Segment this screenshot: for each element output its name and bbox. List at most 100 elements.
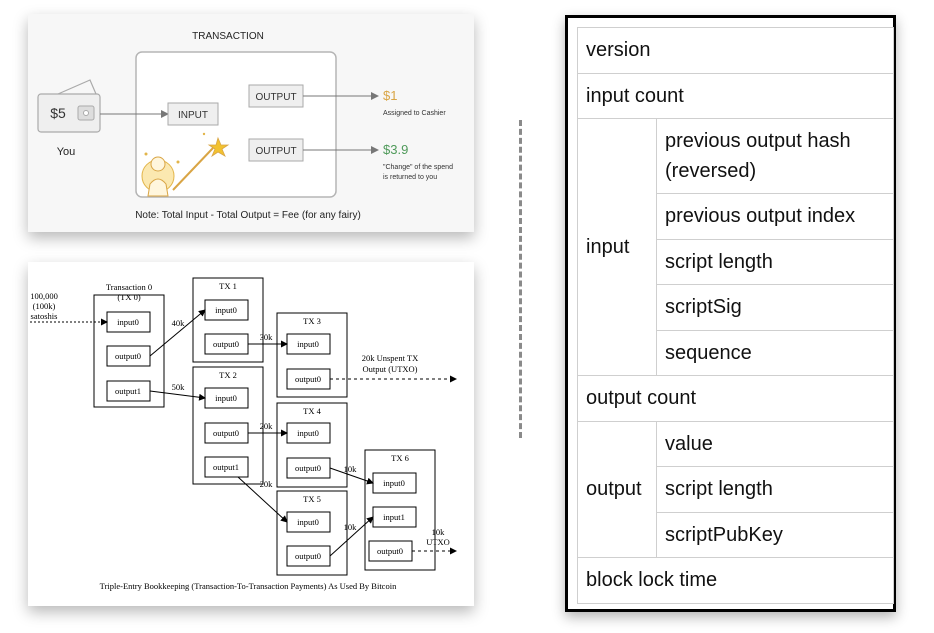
tx0-input0-label: input0 bbox=[117, 317, 139, 327]
version-cell: version bbox=[577, 27, 894, 74]
bookkeeping-diagram: 100,000 (100k) satoshis Transaction 0 (T… bbox=[28, 262, 474, 606]
tx0-frame bbox=[93, 294, 165, 408]
tx6-frame bbox=[364, 449, 436, 571]
tx5-frame bbox=[276, 490, 348, 576]
tx5-input0-label: input0 bbox=[297, 517, 319, 527]
source-line1: 100,000 bbox=[30, 291, 58, 301]
input-count-cell: input count bbox=[577, 72, 894, 119]
tx0-title-line2: (TX 0) bbox=[117, 292, 141, 302]
tx5-title: TX 5 bbox=[303, 494, 321, 504]
utxo1-line2: Output (UTXO) bbox=[362, 364, 417, 374]
input-box bbox=[167, 102, 219, 126]
table-row: input previous output hash (reversed) bbox=[577, 118, 894, 376]
utxo1-line1: 20k Unspent TX bbox=[362, 353, 419, 363]
tx4-title: TX 4 bbox=[303, 406, 321, 416]
tx3-frame bbox=[276, 312, 348, 398]
tx0-title-line1: Transaction 0 bbox=[106, 282, 152, 292]
tx1-title: TX 1 bbox=[219, 281, 237, 291]
table-row: script length bbox=[578, 238, 894, 285]
input-group-cell: input bbox=[577, 118, 657, 376]
output-2-amount: $3.9 bbox=[383, 142, 408, 157]
source-line2: (100k) bbox=[33, 301, 56, 311]
output-label-2: OUTPUT bbox=[255, 146, 296, 157]
output-group-cell: output bbox=[577, 420, 657, 558]
input-field-cell: previous output index bbox=[656, 193, 894, 240]
input-label: INPUT bbox=[178, 110, 208, 121]
edge-tx0-tx1 bbox=[149, 309, 206, 357]
tx3-output0-label: output0 bbox=[295, 374, 321, 384]
input-field-cell: previous output hash (reversed) bbox=[656, 118, 894, 194]
tx2-input0-label: input0 bbox=[215, 393, 237, 403]
edge-10k-label-b: 10k bbox=[344, 522, 358, 532]
transaction-illustration-svg: TRANSACTION $5 You INPUT OUTPUT OUTPUT $… bbox=[37, 31, 453, 221]
dashed-divider bbox=[519, 120, 522, 438]
input-field-cell: script length bbox=[656, 238, 894, 285]
transaction-illustration: TRANSACTION $5 You INPUT OUTPUT OUTPUT $… bbox=[28, 14, 474, 232]
tx2-output1-box bbox=[204, 456, 249, 478]
output-label-1: OUTPUT bbox=[255, 92, 296, 103]
tx6-title: TX 6 bbox=[391, 453, 409, 463]
edge-50k-label: 50k bbox=[172, 382, 186, 392]
output-2-note-line1: "Change" of the spend bbox=[383, 164, 453, 171]
input-field-cell: scriptSig bbox=[656, 284, 894, 331]
tx2-output1-label: output1 bbox=[213, 462, 239, 472]
tx1-input0-label: input0 bbox=[215, 305, 237, 315]
table-row: output value bbox=[577, 420, 894, 558]
fee-note: Note: Total Input - Total Output = Fee (… bbox=[135, 210, 361, 221]
output-field-cell: value bbox=[656, 420, 894, 467]
tx3-input0-label: input0 bbox=[297, 339, 319, 349]
edge-10k-label-a: 10k bbox=[344, 464, 358, 474]
fairy-icon bbox=[141, 132, 230, 197]
utxo2-line1: 10k bbox=[432, 527, 446, 537]
transaction-title: TRANSACTION bbox=[192, 31, 264, 42]
bookkeeping-diagram-svg: 100,000 (100k) satoshis Transaction 0 (T… bbox=[30, 277, 457, 591]
tx2-title: TX 2 bbox=[219, 370, 237, 380]
tx6-input1-label: input1 bbox=[383, 512, 405, 522]
edge-tx0-tx2 bbox=[149, 390, 206, 401]
tx-structure-panel: version input count input previous outpu… bbox=[565, 15, 896, 612]
edge-40k-label: 40k bbox=[172, 318, 186, 328]
tx6-output0-label: output0 bbox=[377, 546, 403, 556]
tx2-frame bbox=[192, 366, 264, 485]
tx2-output0-label: output0 bbox=[213, 428, 239, 438]
wallet-icon bbox=[37, 79, 101, 133]
table-row: previous output index bbox=[578, 193, 894, 240]
tx0-output1-label: output1 bbox=[115, 386, 141, 396]
table-row: scriptSig bbox=[578, 284, 894, 331]
table-row: sequence bbox=[578, 329, 894, 376]
utxo2-line2: UTXO bbox=[426, 537, 450, 547]
block-lock-time-cell: block lock time bbox=[577, 557, 894, 604]
edge-20k-label-a: 20k bbox=[260, 421, 274, 431]
tx4-input0-label: input0 bbox=[297, 428, 319, 438]
edge-tx4-tx6 bbox=[329, 467, 374, 485]
wallet-amount: $5 bbox=[50, 105, 66, 121]
output-2-note-line2: is returned to you bbox=[383, 174, 437, 181]
tx6-input0-label: input0 bbox=[383, 478, 405, 488]
table-row: version bbox=[577, 27, 894, 74]
edge-20k-label-b: 20k bbox=[260, 479, 274, 489]
table-row: script length bbox=[578, 466, 894, 513]
table-row: block lock time bbox=[577, 557, 894, 604]
table-row: input count bbox=[577, 72, 894, 119]
output-field-cell: script length bbox=[656, 466, 894, 513]
output-1-amount: $1 bbox=[383, 88, 397, 103]
wallet-owner: You bbox=[57, 146, 76, 158]
tx0-output0-label: output0 bbox=[115, 351, 141, 361]
tx4-output0-label: output0 bbox=[295, 463, 321, 473]
output-count-cell: output count bbox=[577, 375, 894, 422]
table-row: output count bbox=[577, 375, 894, 422]
edge-tx2-tx5 bbox=[237, 476, 288, 523]
tx1-output0-label: output0 bbox=[213, 339, 239, 349]
tx-structure-table: version input count input previous outpu… bbox=[577, 27, 894, 604]
tx3-title: TX 3 bbox=[303, 316, 321, 326]
edge-30k-label: 30k bbox=[260, 332, 274, 342]
output-1-note: Assigned to Cashier bbox=[383, 110, 446, 117]
diagram-caption: Triple-Entry Bookkeeping (Transaction-To… bbox=[100, 581, 397, 591]
tx5-output0-label: output0 bbox=[295, 551, 321, 561]
table-row: scriptPubKey bbox=[578, 511, 894, 558]
input-field-cell: sequence bbox=[656, 329, 894, 376]
tx4-frame bbox=[276, 402, 348, 488]
edge-tx5-tx6 bbox=[329, 516, 374, 557]
source-line3: satoshis bbox=[31, 311, 58, 321]
output-field-cell: scriptPubKey bbox=[656, 511, 894, 558]
